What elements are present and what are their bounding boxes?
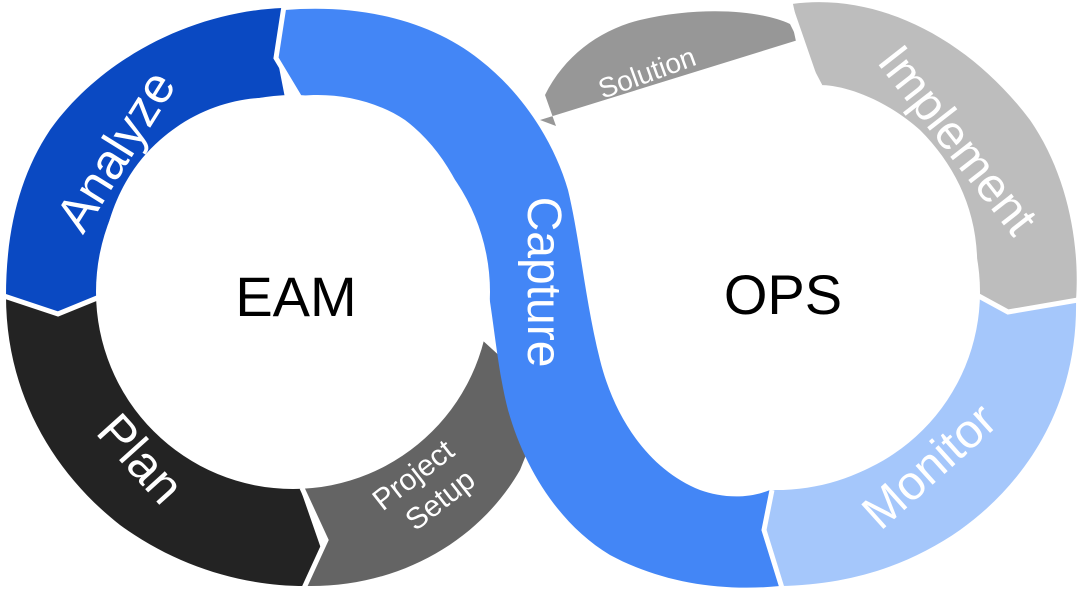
capture-label: Capture [517, 197, 570, 368]
monitor-segment [765, 294, 1077, 586]
solution-design-segment [540, 11, 798, 126]
ops-center-circle [590, 97, 980, 487]
project-setup-segment [300, 318, 548, 587]
separator-plan-setup [299, 486, 329, 590]
separator-analyze-plan [3, 293, 103, 317]
eam-center-circle [96, 95, 490, 489]
analyze-segment [6, 8, 285, 314]
implement-segment [792, 2, 1077, 313]
separator-implement-monitor [973, 291, 1079, 315]
separator-design-implement [787, 1, 823, 88]
capture-segment [275, 8, 780, 588]
separator-analyze-capture [273, 5, 303, 100]
eam-label: EAM [235, 265, 356, 328]
ops-label: OPS [724, 263, 842, 326]
separator-monitor-capture [761, 489, 785, 589]
